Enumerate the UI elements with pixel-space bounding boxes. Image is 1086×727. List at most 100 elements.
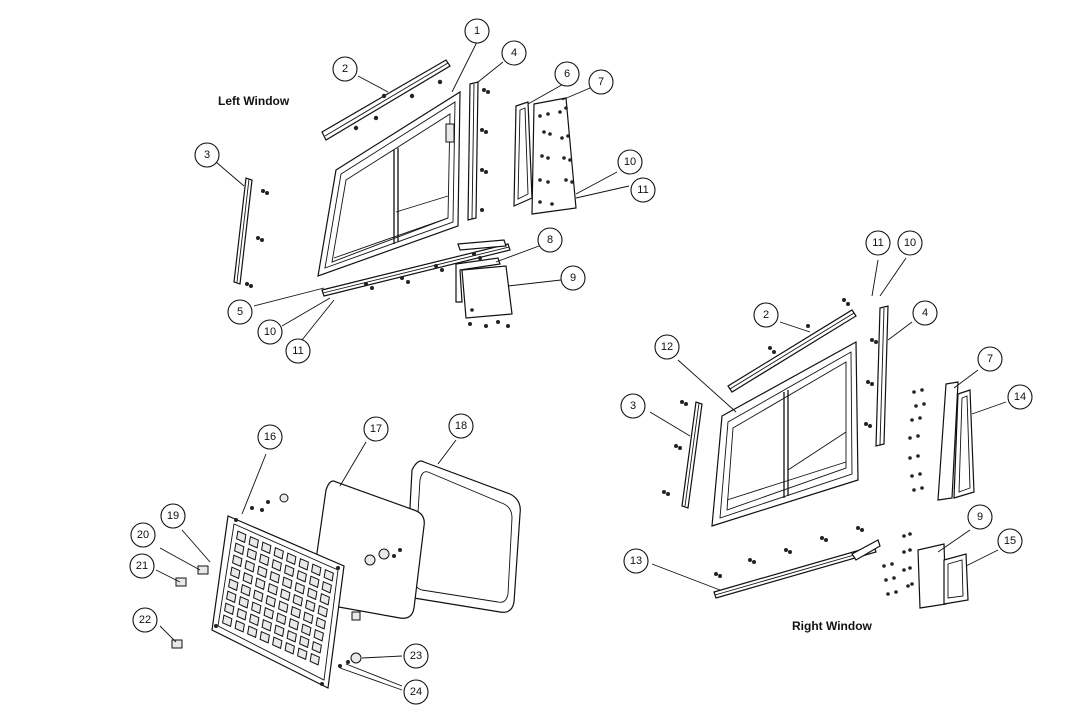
- grille-cell: [257, 565, 268, 579]
- right-seal-strip: [953, 389, 975, 499]
- right-small-seal: [943, 553, 969, 605]
- grille-cell: [294, 581, 305, 595]
- grille-cell: [311, 640, 322, 654]
- svg-text:7: 7: [598, 76, 604, 88]
- svg-text:5: 5: [237, 306, 243, 318]
- svg-text:4: 4: [922, 307, 928, 319]
- grille-cell: [284, 564, 295, 578]
- callout-3-left: 3: [194, 142, 220, 168]
- grille-cell: [246, 547, 257, 561]
- svg-text:10: 10: [264, 326, 276, 338]
- svg-text:22: 22: [139, 614, 151, 626]
- grille-cell: [232, 554, 243, 568]
- left-window-title: Left Window: [218, 94, 290, 108]
- grille-cell: [259, 553, 270, 567]
- grille-cell: [253, 589, 264, 603]
- svg-text:20: 20: [137, 529, 149, 541]
- grille-cell: [247, 625, 258, 639]
- callout-22: 22: [132, 607, 158, 633]
- grille-cell: [230, 566, 241, 580]
- svg-text:11: 11: [637, 184, 648, 196]
- left-small-glass: [461, 265, 513, 328]
- svg-text:2: 2: [342, 63, 348, 75]
- grille-cell: [288, 617, 299, 631]
- right-bottom-rail: [713, 526, 881, 599]
- right-right-rail: [864, 305, 889, 447]
- left-top-rail: [321, 59, 451, 141]
- svg-text:10: 10: [624, 156, 636, 168]
- hatch-fasteners: [171, 493, 402, 668]
- right-window-frame: [711, 340, 859, 527]
- grille-cell: [309, 575, 320, 589]
- right-top-rail: [727, 298, 857, 393]
- svg-text:13: 13: [630, 555, 642, 567]
- grille-cell: [274, 624, 285, 638]
- callout-10-left-top: 10: [617, 149, 643, 175]
- callout-15: 15: [997, 528, 1023, 554]
- grille-cell: [261, 618, 272, 632]
- grille-cell: [272, 636, 283, 650]
- right-window-assembly: [662, 298, 975, 609]
- svg-text:7: 7: [987, 353, 993, 365]
- grille-cell: [286, 552, 297, 566]
- callout-20: 20: [130, 522, 156, 548]
- svg-text:11: 11: [292, 345, 303, 357]
- grille-cell: [234, 542, 245, 556]
- grille-cell: [278, 600, 289, 614]
- callout-7-left: 7: [588, 69, 614, 95]
- grille-cell: [251, 601, 262, 615]
- right-side-rail: [662, 400, 703, 509]
- svg-text:3: 3: [630, 400, 636, 412]
- right-window-title: Right Window: [792, 619, 872, 633]
- grille-cell: [301, 623, 312, 637]
- svg-text:10: 10: [904, 237, 916, 249]
- callout-24: 24: [403, 679, 429, 705]
- grille-cell: [309, 652, 320, 666]
- grille-cell: [226, 590, 237, 604]
- callouts: 1 2 3 4 6 7 10 11 8 9 5 10 11 11 10 2 4 …: [129, 18, 1033, 705]
- grille-cell: [284, 641, 295, 655]
- svg-text:16: 16: [264, 431, 276, 443]
- right-small-glass: [882, 532, 947, 609]
- grille-cell: [319, 592, 330, 606]
- callout-18: 18: [448, 413, 474, 439]
- grille-cell: [244, 559, 255, 573]
- grille-cell: [228, 578, 239, 592]
- callout-9-left: 9: [560, 265, 586, 291]
- grille-cell: [255, 577, 266, 591]
- grille-cell: [236, 607, 247, 621]
- callout-16: 16: [257, 424, 283, 450]
- callout-21: 21: [129, 553, 155, 579]
- callout-6: 6: [554, 61, 580, 87]
- grille-cell: [280, 588, 291, 602]
- callout-9-right: 9: [967, 504, 993, 530]
- svg-text:11: 11: [872, 237, 883, 249]
- grille-cell: [240, 583, 251, 597]
- svg-text:21: 21: [136, 560, 148, 572]
- callout-12: 12: [654, 334, 680, 360]
- callout-17: 17: [363, 416, 389, 442]
- svg-text:14: 14: [1014, 391, 1026, 403]
- callout-7-right: 7: [977, 346, 1003, 372]
- callout-5: 5: [227, 299, 253, 325]
- grille-cell: [292, 593, 303, 607]
- grille-cell: [315, 616, 326, 630]
- left-side-rail: [233, 177, 269, 288]
- grille-cell: [317, 604, 328, 618]
- grille-cell: [265, 594, 276, 608]
- callout-10-right: 10: [897, 230, 923, 256]
- callout-19: 19: [160, 503, 186, 529]
- grille-cell: [307, 587, 318, 601]
- callout-4-left: 4: [501, 40, 527, 66]
- grille-cell: [286, 629, 297, 643]
- grille-cell: [249, 613, 260, 627]
- hatch-seal-frame: [405, 460, 521, 613]
- callout-2-right: 2: [753, 302, 779, 328]
- left-right-rail: [467, 81, 490, 221]
- grille-cell: [263, 606, 274, 620]
- callout-3-right: 3: [620, 393, 646, 419]
- svg-text:4: 4: [511, 47, 517, 59]
- grille-cell: [290, 605, 301, 619]
